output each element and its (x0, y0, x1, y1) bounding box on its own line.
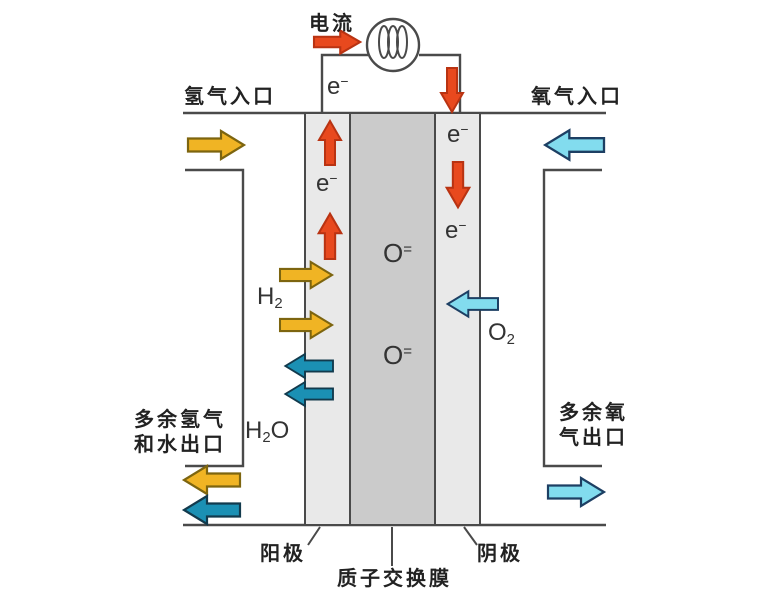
hydrogen-water-outlet-line1: 多余氢气 (134, 407, 226, 431)
electron-label: e− (327, 73, 349, 100)
hydrogen-inlet-label: 氢气入口 (184, 84, 276, 108)
o2-outlet-arrow (546, 476, 606, 508)
right-channel-wall (542, 168, 602, 468)
electron-label: e− (316, 170, 338, 197)
electron-label: e− (447, 121, 469, 148)
hydrogen-water-outlet-label: 多余氢气 和水出口 (134, 407, 226, 457)
cathode-leader-line (463, 526, 478, 546)
cathode-label: 阴极 (477, 541, 523, 565)
h2o-label: H2O (245, 417, 290, 446)
left-channel-wall (185, 168, 245, 468)
h2-label: H2 (257, 283, 283, 312)
oxygen-outlet-line1: 多余氧 (559, 400, 628, 424)
current-label: 电流 (309, 11, 355, 35)
h2-outlet-arrow (182, 464, 242, 496)
o2-inlet-arrow (544, 129, 606, 161)
oxide-ion-label: O= (383, 238, 413, 268)
water-outlet-arrow (182, 494, 242, 526)
electron-label: e− (445, 217, 467, 244)
oxygen-outlet-line2: 气出口 (559, 425, 628, 449)
hydrogen-water-outlet-line2: 和水出口 (134, 432, 226, 456)
anode-leader-line (307, 526, 321, 546)
membrane-column (349, 112, 436, 526)
circuit-wire-left (320, 53, 368, 113)
membrane-label: 质子交换膜 (337, 566, 452, 590)
anode-label: 阳极 (260, 541, 306, 565)
coil-loop-icon (396, 25, 408, 59)
h2-inlet-arrow (186, 129, 246, 161)
oxygen-inlet-label: 氧气入口 (531, 84, 623, 108)
o2-label: O2 (488, 319, 515, 348)
cathode-column (434, 112, 481, 526)
oxide-ion-label: O= (383, 340, 413, 370)
oxygen-outlet-label: 多余氧 气出口 (559, 400, 628, 450)
